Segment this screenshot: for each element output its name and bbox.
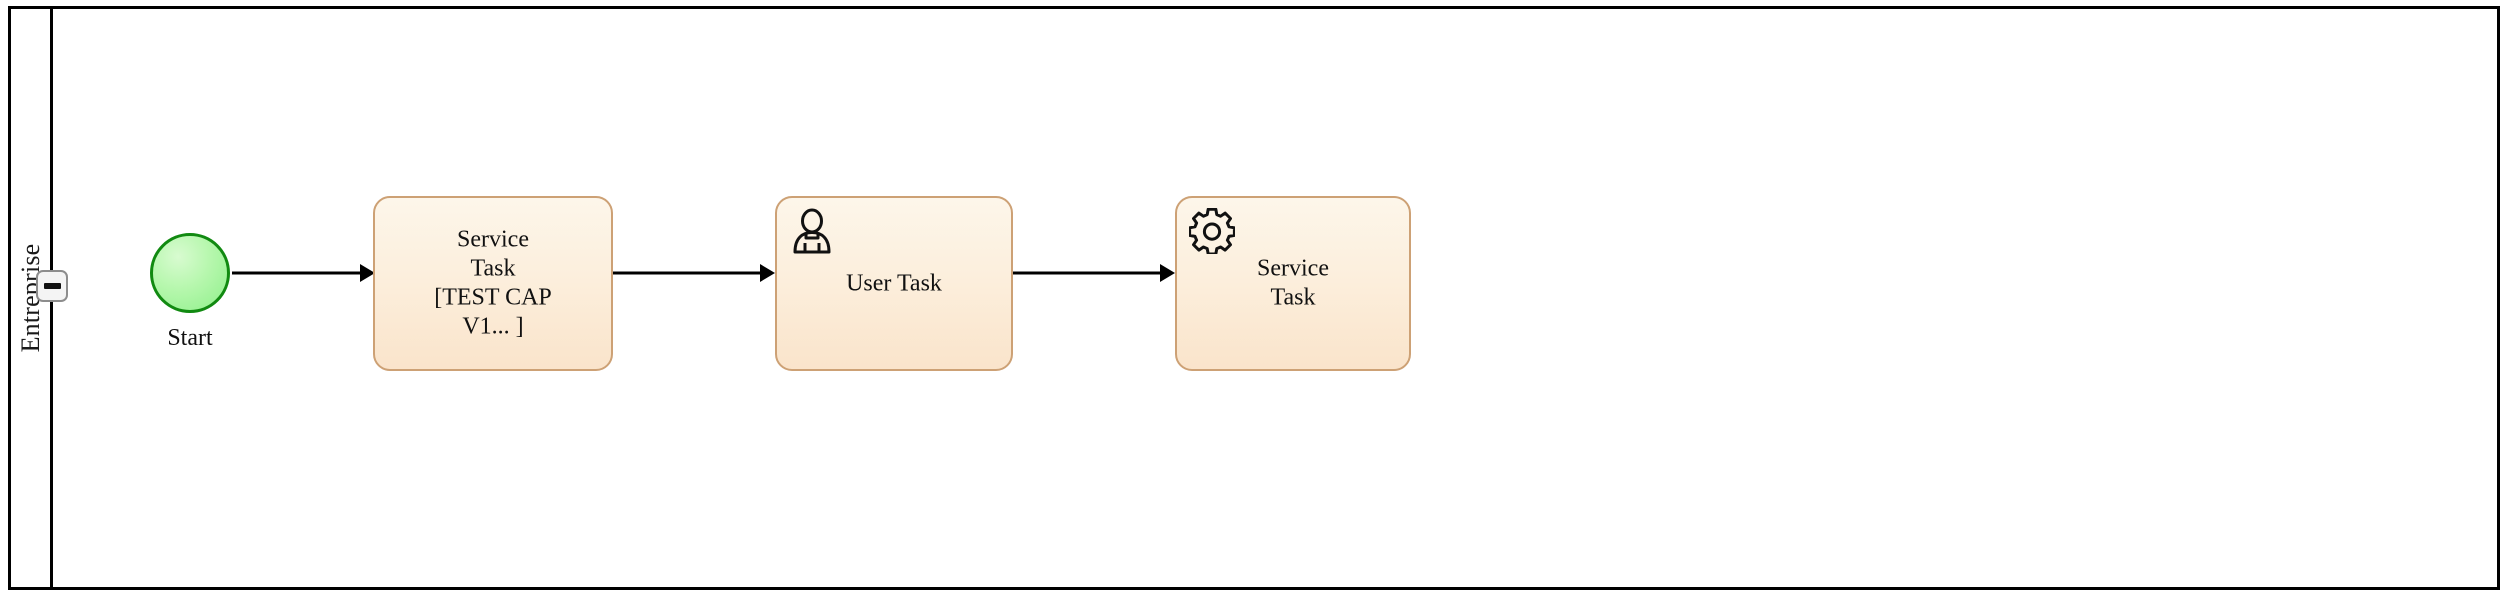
start-event-node[interactable] xyxy=(150,233,230,313)
minus-icon xyxy=(43,283,61,289)
task-service-2[interactable]: Service Task xyxy=(1175,196,1411,371)
task-user-1[interactable]: User Task xyxy=(775,196,1013,371)
task-service-2-label: Service Task xyxy=(1257,255,1329,311)
task-service-1[interactable]: Service Task [TEST CAP V1... ] xyxy=(373,196,613,371)
start-event-label: Start xyxy=(167,325,213,351)
collapse-lane-button[interactable] xyxy=(36,270,68,302)
user-icon xyxy=(789,208,835,254)
gear-icon xyxy=(1189,208,1235,254)
pool-entreprise[interactable]: Entreprise xyxy=(8,6,2500,590)
task-service-1-label: Service Task [TEST CAP V1... ] xyxy=(434,225,552,340)
task-user-1-label: User Task xyxy=(846,269,942,296)
